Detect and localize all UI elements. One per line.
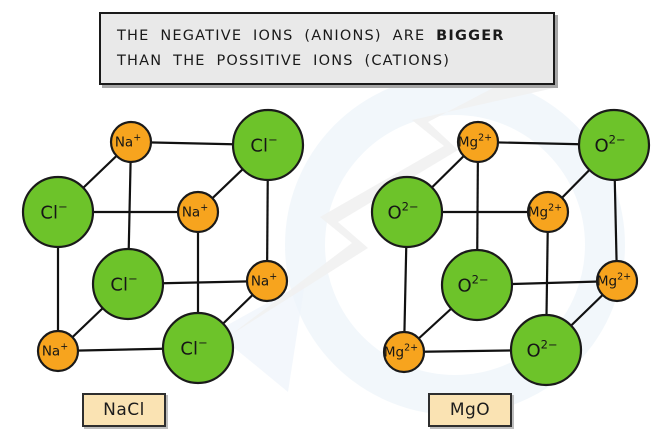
cl-ion-node bbox=[231, 108, 305, 182]
mgo-lattice: Mg2+ O2− O2− Mg2+ O2− Mg2+ Mg2+ O2− bbox=[370, 108, 651, 387]
watermark-wedge bbox=[215, 282, 305, 392]
o-ion-label: O2− bbox=[387, 199, 418, 223]
na-ion-node bbox=[176, 190, 220, 234]
cl-ion-node bbox=[161, 311, 235, 385]
key-point-line1-text: THE NEGATIVE IONS (ANIONS) ARE bbox=[117, 28, 437, 44]
lattices-root: Na+ Cl− Cl− Na+ Cl− Na+ Na+ Cl− Mg2+ O2− O2− Mg2+ O2… bbox=[21, 108, 651, 387]
key-point-line1-bold-word: BIGGER bbox=[436, 28, 505, 44]
mg-ion-label: Mg2+ bbox=[528, 203, 562, 221]
cl-ion-label: Cl− bbox=[180, 335, 207, 359]
mg-ion-node bbox=[595, 259, 639, 303]
na-ion-label: Na+ bbox=[42, 342, 68, 360]
o-ion-node bbox=[509, 313, 583, 387]
mg-ion-node bbox=[456, 120, 500, 164]
o-ion-node bbox=[370, 175, 444, 249]
cl-ion-node bbox=[91, 247, 165, 321]
nacl-caption-label: NaCl bbox=[103, 400, 145, 420]
nacl-caption-box: NaCl bbox=[82, 393, 166, 427]
key-point-line2: THAN THE POSSITIVE IONS (CATIONS) bbox=[117, 53, 451, 69]
na-ion-label: Na+ bbox=[115, 133, 141, 151]
key-point-line1: THE NEGATIVE IONS (ANIONS) ARE BIGGER bbox=[117, 24, 553, 49]
o-ion-node bbox=[440, 248, 514, 322]
o-ion-label: O2− bbox=[526, 337, 557, 361]
cl-ion-node bbox=[21, 175, 95, 249]
mg-ion-node bbox=[382, 330, 426, 374]
o-ion-node bbox=[577, 108, 651, 182]
nacl-lattice: Na+ Cl− Cl− Na+ Cl− Na+ Na+ Cl− bbox=[21, 108, 305, 385]
cl-ion-label: Cl− bbox=[110, 271, 137, 295]
mg-ion-label: Mg2+ bbox=[384, 343, 418, 361]
mg-ion-node bbox=[526, 190, 570, 234]
key-point-box: THE NEGATIVE IONS (ANIONS) ARE BIGGER TH… bbox=[99, 12, 555, 85]
na-ion-node bbox=[245, 259, 289, 303]
na-ion-label: Na+ bbox=[182, 203, 208, 221]
o-ion-label: O2− bbox=[594, 132, 625, 156]
na-ion-label: Na+ bbox=[251, 272, 277, 290]
na-ion-node bbox=[109, 120, 153, 164]
cl-ion-label: Cl− bbox=[250, 132, 277, 156]
mgo-caption-box: MgO bbox=[428, 393, 512, 427]
mg-ion-label: Mg2+ bbox=[597, 272, 631, 290]
na-ion-node bbox=[36, 329, 80, 373]
cl-ion-label: Cl− bbox=[40, 199, 67, 223]
mg-ion-label: Mg2+ bbox=[458, 133, 492, 151]
mgo-caption-label: MgO bbox=[449, 400, 491, 420]
o-ion-label: O2− bbox=[457, 272, 488, 296]
